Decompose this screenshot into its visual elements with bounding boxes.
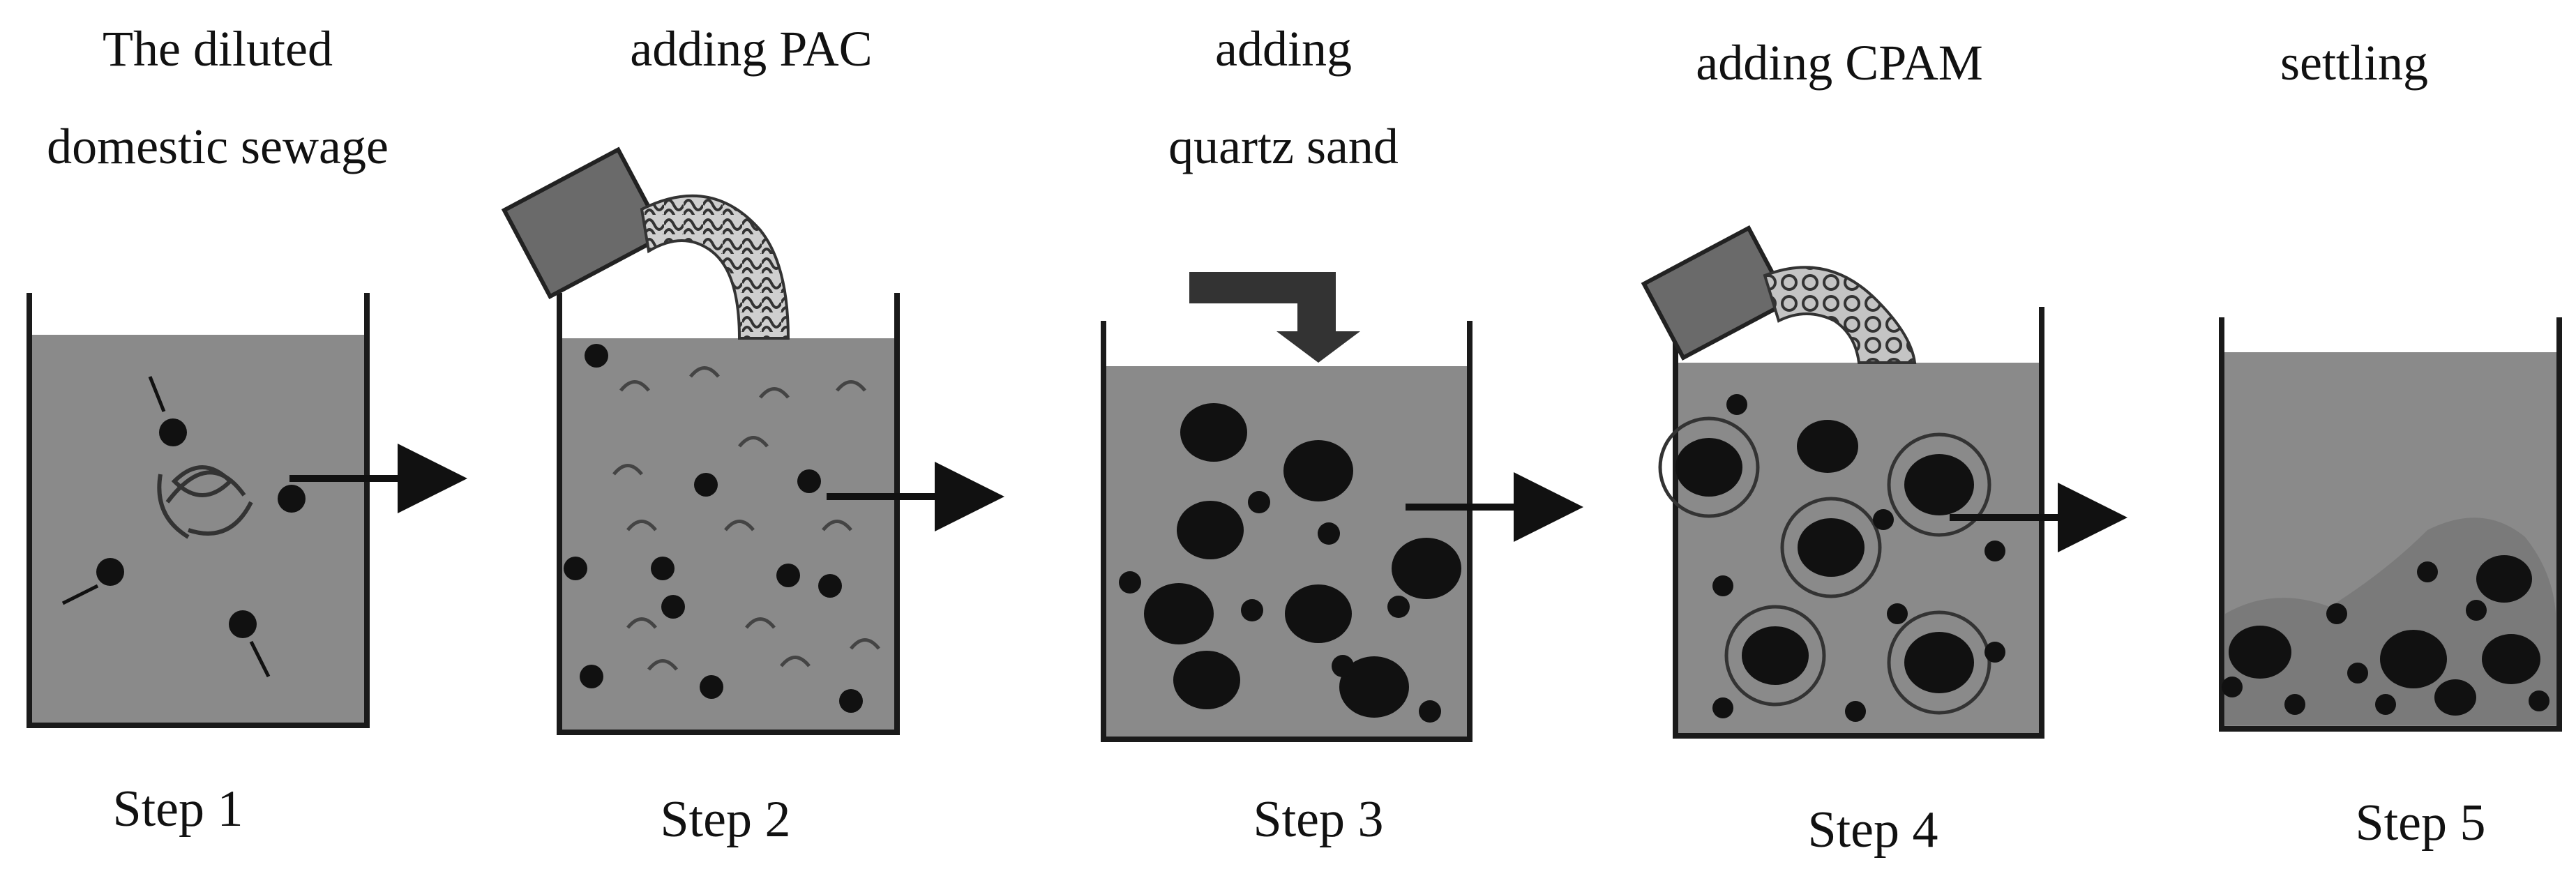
caption-line: domestic sewage bbox=[47, 119, 389, 174]
pac-bag bbox=[501, 146, 790, 340]
caption-step-1: The diluted domestic sewage bbox=[47, 0, 389, 195]
quartz-sand-arrow-icon bbox=[1189, 272, 1360, 363]
beaker-wall-step-1 bbox=[27, 293, 370, 728]
repulsion-arrow bbox=[249, 640, 271, 678]
beaker-step-4 bbox=[1641, 225, 2044, 739]
sewage-water-step-1 bbox=[29, 335, 367, 725]
caption-step-3: adding quartz sand bbox=[1168, 0, 1399, 195]
beaker-step-2 bbox=[501, 146, 900, 735]
large-flocs bbox=[1675, 420, 1974, 693]
dispersed-colloid-cluster bbox=[157, 465, 253, 539]
repulsion-arrow bbox=[61, 584, 99, 605]
water-step-2 bbox=[559, 338, 897, 732]
cpam-stream bbox=[1763, 266, 1917, 364]
caption-line: The diluted bbox=[103, 21, 333, 77]
pac-stream bbox=[640, 194, 790, 340]
step-label-5: Step 5 bbox=[2355, 794, 2486, 852]
caption-step-2: adding PAC bbox=[630, 0, 872, 98]
negative-particle bbox=[96, 558, 124, 586]
caption-line: adding CPAM bbox=[1696, 35, 1983, 91]
beaker-wall-step-4 bbox=[1673, 307, 2044, 739]
sludge-layer bbox=[2225, 518, 2556, 725]
particles-step-3 bbox=[1119, 491, 1441, 723]
bag-icon bbox=[501, 146, 668, 300]
particles-step-4 bbox=[1712, 394, 2005, 722]
beaker-step-1 bbox=[27, 293, 370, 728]
caption-step-5: settling bbox=[2280, 14, 2428, 112]
step-label-1: Step 1 bbox=[112, 780, 243, 838]
caption-line: settling bbox=[2280, 35, 2428, 91]
step-label-2: Step 2 bbox=[660, 791, 791, 848]
negative-particle bbox=[159, 418, 187, 446]
cpam-bag bbox=[1641, 225, 1917, 364]
step-label-4: Step 4 bbox=[1807, 801, 1938, 859]
pac-floc-curls bbox=[612, 366, 880, 671]
quartz-sand-grains bbox=[1144, 403, 1461, 718]
beaker-wall-step-5 bbox=[2219, 317, 2562, 732]
floc-halos bbox=[1658, 416, 1991, 715]
bag-icon bbox=[1641, 225, 1791, 361]
caption-line: adding PAC bbox=[630, 21, 873, 77]
beaker-wall-step-2 bbox=[557, 293, 900, 735]
negative-particle bbox=[229, 610, 257, 638]
beaker-step-3 bbox=[1101, 272, 1472, 742]
caption-line: quartz sand bbox=[1168, 119, 1399, 174]
repulsion-arrow bbox=[148, 376, 166, 412]
settled-sludge bbox=[2222, 518, 2556, 725]
step-label-3: Step 3 bbox=[1253, 791, 1384, 848]
caption-line: adding bbox=[1215, 21, 1352, 77]
caption-step-4: adding CPAM bbox=[1696, 14, 1982, 112]
particles-step-2 bbox=[564, 344, 863, 713]
beaker-wall-step-3 bbox=[1101, 321, 1472, 742]
negative-particle bbox=[278, 485, 306, 513]
beaker-step-5 bbox=[2219, 317, 2562, 732]
